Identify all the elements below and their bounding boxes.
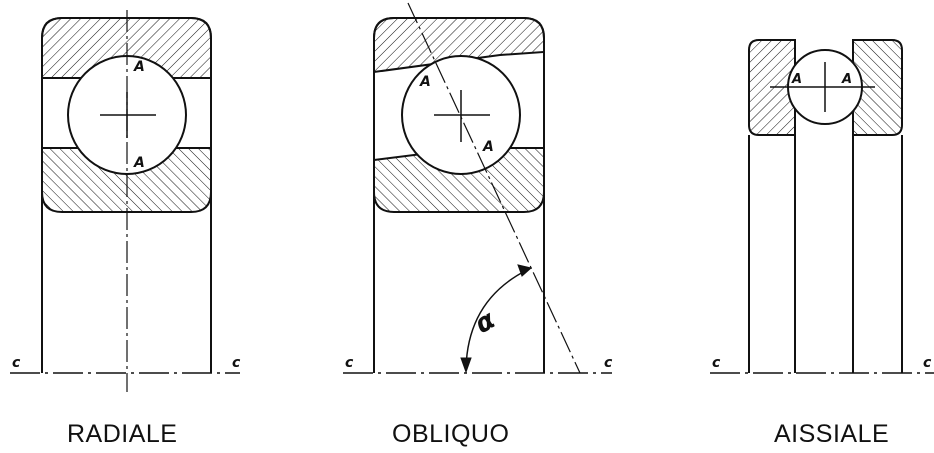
caption-obliquo: OBLIQUO: [392, 420, 510, 448]
axial-axis-label-right: c: [923, 355, 932, 371]
axial-contact-label-left: A: [791, 72, 802, 87]
oblique-angle-arc: [465, 269, 528, 369]
oblique-arrow-bottom: [460, 357, 472, 374]
axial-right-ring: [852, 39, 903, 136]
oblique-arrow-top: [517, 264, 533, 277]
axial-axis-label-left: c: [712, 355, 721, 371]
oblique-inner-ring: [373, 147, 545, 213]
radial-axis-label-right: c: [232, 355, 241, 371]
oblique-outer-ring: [373, 17, 545, 74]
oblique-contact-label-top: A: [419, 74, 431, 90]
oblique-axis-label-right: c: [604, 355, 613, 371]
axial-bearing: [710, 39, 934, 374]
radial-bearing: [10, 10, 240, 392]
oblique-bearing: [343, 2, 612, 374]
caption-aissiale: AISSIALE: [774, 420, 890, 448]
oblique-axis-label-left: c: [345, 355, 354, 371]
axial-contact-label-right: A: [841, 72, 852, 87]
oblique-angle-label: α: [470, 305, 501, 340]
radial-contact-label-top: A: [133, 59, 145, 75]
oblique-contact-label-bottom: A: [482, 139, 494, 155]
radial-contact-label-bottom: A: [133, 155, 145, 171]
oblique-contact-line: [407, 2, 581, 374]
radial-axis-label-left: c: [12, 355, 21, 371]
caption-radiale: RADIALE: [67, 420, 178, 448]
